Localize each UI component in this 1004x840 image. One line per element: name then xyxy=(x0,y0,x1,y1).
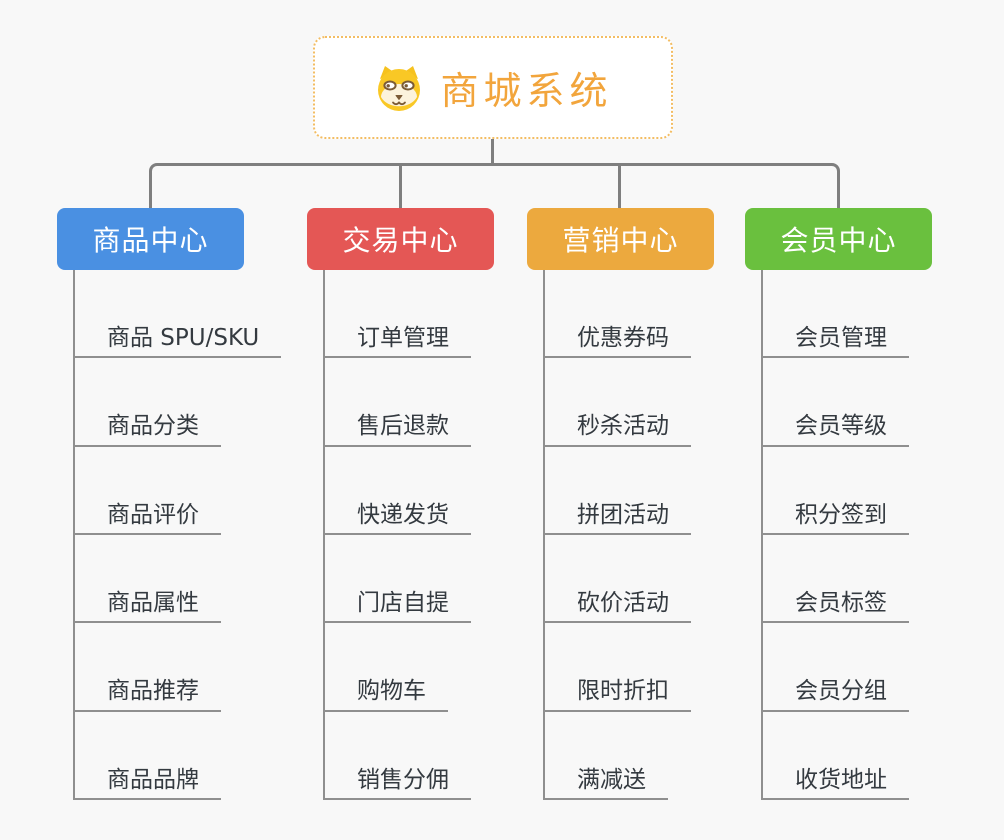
leaf-node[interactable]: 秒杀活动 xyxy=(545,358,691,447)
branch-node-product-center[interactable]: 商品中心 xyxy=(57,208,244,270)
leaf-node[interactable]: 商品推荐 xyxy=(75,623,221,712)
leaf-label: 快递发货 xyxy=(357,501,449,528)
leaf-label: 会员分组 xyxy=(795,678,887,705)
leaf-node[interactable]: 砍价活动 xyxy=(545,535,691,624)
leaf-label: 满减送 xyxy=(577,766,646,793)
leaf-label: 售后退款 xyxy=(357,413,449,440)
root-node[interactable]: 商城系统 xyxy=(313,36,673,139)
leaf-node[interactable]: 售后退款 xyxy=(325,358,471,447)
leaf-node[interactable]: 购物车 xyxy=(325,623,448,712)
branch-node-trade-center[interactable]: 交易中心 xyxy=(307,208,494,270)
leaf-label: 会员标签 xyxy=(795,590,887,617)
root-node-title: 商城系统 xyxy=(440,69,613,113)
leaf-node[interactable]: 会员等级 xyxy=(763,358,909,447)
leaf-node[interactable]: 商品属性 xyxy=(75,535,221,624)
leaf-label: 会员管理 xyxy=(795,325,887,352)
leaf-node[interactable]: 满减送 xyxy=(545,712,668,800)
leaf-label: 商品评价 xyxy=(107,501,199,528)
leaf-column-marketing: 优惠券码 秒杀活动 拼团活动 砍价活动 限时折扣 满减送 xyxy=(543,270,691,800)
leaf-node[interactable]: 销售分佣 xyxy=(325,712,471,800)
connector-drop-marketing xyxy=(618,166,621,209)
leaf-label: 拼团活动 xyxy=(577,501,669,528)
leaf-column-trade: 订单管理 售后退款 快递发货 门店自提 购物车 销售分佣 xyxy=(323,270,471,800)
leaf-label: 商品推荐 xyxy=(107,678,199,705)
leaf-label: 商品分类 xyxy=(107,413,199,440)
leaf-label: 购物车 xyxy=(357,678,426,705)
leaf-label: 门店自提 xyxy=(357,590,449,617)
leaf-label: 商品品牌 xyxy=(107,766,199,793)
leaf-label: 会员等级 xyxy=(795,413,887,440)
leaf-node[interactable]: 优惠券码 xyxy=(545,270,691,359)
leaf-node[interactable]: 限时折扣 xyxy=(545,623,691,712)
leaf-label: 商品属性 xyxy=(107,590,199,617)
leaf-node[interactable]: 会员管理 xyxy=(763,270,909,359)
leaf-node[interactable]: 收货地址 xyxy=(763,712,909,800)
leaf-node[interactable]: 积分签到 xyxy=(763,447,909,535)
leaf-label: 积分签到 xyxy=(795,501,887,528)
branch-node-member-center[interactable]: 会员中心 xyxy=(745,208,932,270)
leaf-label: 收货地址 xyxy=(795,766,887,793)
leaf-label: 商品 SPU/SKU xyxy=(107,325,260,352)
leaf-label: 优惠券码 xyxy=(577,325,669,352)
leaf-node[interactable]: 会员分组 xyxy=(763,623,909,712)
leaf-node[interactable]: 订单管理 xyxy=(325,270,471,359)
leaf-label: 销售分佣 xyxy=(357,766,449,793)
leaf-label: 订单管理 xyxy=(357,325,449,352)
leaf-node[interactable]: 商品分类 xyxy=(75,358,221,447)
connector-elbow-left xyxy=(149,163,402,209)
connector-root-stem xyxy=(491,139,494,166)
leaf-column-product: 商品 SPU/SKU 商品分类 商品评价 商品属性 商品推荐 商品品牌 xyxy=(73,270,282,800)
branch-label: 商品中心 xyxy=(92,224,209,257)
branch-label: 营销中心 xyxy=(562,224,679,257)
branch-label: 会员中心 xyxy=(780,224,897,257)
leaf-column-member: 会员管理 会员等级 积分签到 会员标签 会员分组 收货地址 xyxy=(761,270,909,800)
leaf-node[interactable]: 快递发货 xyxy=(325,447,471,535)
dog-face-icon xyxy=(378,65,421,111)
connector-elbow-right xyxy=(619,163,840,209)
leaf-node[interactable]: 拼团活动 xyxy=(545,447,691,535)
leaf-node[interactable]: 会员标签 xyxy=(763,535,909,624)
connector-horizontal-line xyxy=(402,163,619,166)
leaf-label: 秒杀活动 xyxy=(577,413,669,440)
leaf-node[interactable]: 门店自提 xyxy=(325,535,471,624)
leaf-label: 限时折扣 xyxy=(577,678,669,705)
branch-label: 交易中心 xyxy=(342,224,459,257)
connector-drop-trade xyxy=(399,166,402,209)
leaf-node[interactable]: 商品评价 xyxy=(75,447,221,535)
leaf-node[interactable]: 商品 SPU/SKU xyxy=(75,270,282,359)
leaf-label: 砍价活动 xyxy=(577,590,669,617)
branch-node-marketing-center[interactable]: 营销中心 xyxy=(527,208,714,270)
leaf-node[interactable]: 商品品牌 xyxy=(75,712,221,800)
